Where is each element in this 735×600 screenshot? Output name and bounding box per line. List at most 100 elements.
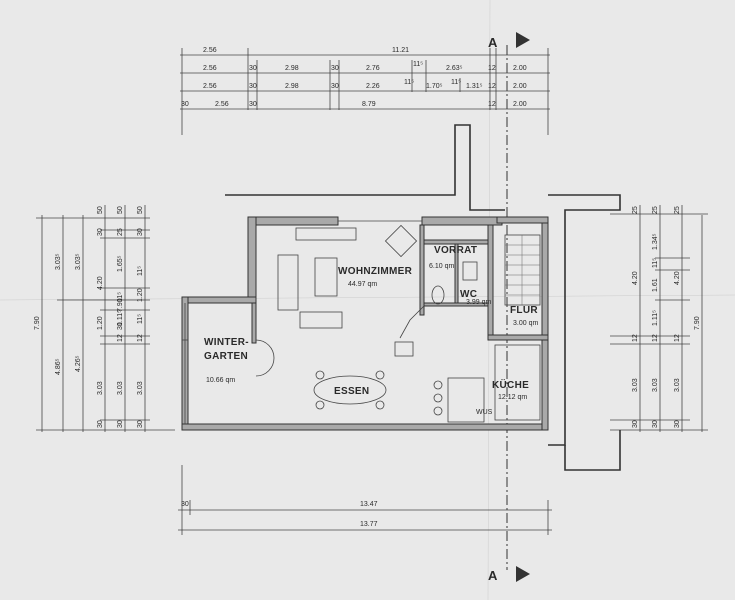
building-walls [181,124,621,471]
dim-top-r1-1: 11.21 [392,47,409,54]
dim-right-c2-3: 1.61 [652,278,659,292]
dim-top-r2-8: 2.00 [513,65,527,72]
dim-left-c5-4: 11⁵ [137,314,144,324]
dim-left-c4-3: 4.20 [97,276,104,290]
dim-left-c5-7: 30 [137,420,144,428]
room-label-wintergarten-2: GARTEN [204,351,248,362]
dim-right-outer: 7.90 [694,316,701,330]
room-label-wintergarten-1: WINTER- [204,337,249,348]
dim-right-c2-0: 25 [652,206,659,214]
dim-top-r4-4: 12 [488,101,496,108]
dim-top-r3-2: 2.98 [285,83,299,90]
dim-left-c2-0: 3.03⁵ [55,253,62,270]
dim-left-c5-0: 50 [137,206,144,214]
dim-left-c4b-5: 11⁵ [117,292,124,302]
dim-right-c2-1: 1.34⁵ [652,233,659,250]
dim-top-r4-0: 30 [181,101,189,108]
dim-top-r2-4: 2.76 [366,65,380,72]
dim-right-c1-1: 4.20 [632,271,639,285]
dim-top-r3-8: 1.31⁵ [466,83,483,90]
dim-left-c4-4: 1.20 [97,316,104,330]
dim-bottom-r1-1: 13.47 [360,501,378,508]
dim-top-r2-5: 11⁵ [413,61,423,68]
dim-right-c1-2: 12 [632,334,639,342]
dim-left-c4b-12: 30 [117,420,124,428]
dim-right-c1-3: 3.03 [632,378,639,392]
dim-left-c4-1: 30 [97,228,104,236]
dim-left-c5-3: 1.20 [137,288,144,302]
dim-right-c3-2: 12 [674,334,681,342]
dim-right-c1-0: 25 [632,206,639,214]
room-label-wohnzimmer: WOHNZIMMER [338,266,413,277]
stairs [504,234,541,306]
dim-left-c4-6: 30 [97,420,104,428]
dim-right-c2-7: 30 [652,420,659,428]
bottom-dimension-chains: 30 13.47 13.77 [178,465,552,535]
dim-left-outer: 7.90 [34,316,41,330]
dim-left-c4b-10: 12 [117,334,124,342]
room-label-wc: WC [460,289,477,300]
dim-top-r3-3: 30 [331,83,339,90]
dim-right-c3-4: 30 [674,420,681,428]
dim-top-r1-0: 2.56 [203,47,217,54]
dim-top-r2-6: 2.63⁵ [446,65,463,72]
room-labels: WOHNZIMMER 44.97 qm VORRAT 6.10 qm WC 3.… [204,245,538,416]
room-label-kueche: KÜCHE [492,378,529,391]
dim-left-c4-0: 50 [97,206,104,214]
wintergarten-door [255,339,275,377]
dim-top-r2-1: 30 [249,65,257,72]
dim-right-c2-2: 11⁵ [652,258,659,268]
label-wus: WUS [476,409,493,416]
dim-left-c5-5: 12 [137,334,144,342]
dim-top-r3-7: 11⁵ [451,79,461,86]
dim-top-r3-0: 2.56 [203,83,217,90]
dim-right-c3-1: 4.20 [674,271,681,285]
dim-left-c4-5: 3.03 [97,381,104,395]
dim-top-r4-2: 30 [249,101,257,108]
dim-left-c5-6: 3.03 [137,381,144,395]
dim-top-r2-2: 2.98 [285,65,299,72]
dim-right-c2-5: 12 [652,334,659,342]
dim-right-c3-0: 25 [674,206,681,214]
room-label-vorrat: VORRAT [434,245,477,256]
dim-top-r4-3: 8.79 [362,101,376,108]
room-label-essen: ESSEN [334,386,369,397]
dim-top-r3-9: 12 [488,83,496,90]
dim-top-r2-0: 2.56 [203,65,217,72]
dim-bottom-r2-0: 13.77 [360,521,378,528]
dim-right-c1-4: 30 [632,420,639,428]
dim-top-r2-3: 30 [331,65,339,72]
room-label-flur: FLUR [510,305,538,316]
dim-left-c4b-8: 7.90 [117,298,124,312]
section-axis: A A [488,32,530,583]
dim-left-c2-1: 4.86⁵ [55,358,62,375]
dim-left-c4b-11: 3.03 [117,381,124,395]
room-area-kueche: 12.12 qm [498,394,527,401]
dim-left-c4b-2: 25 [117,228,124,236]
dim-left-c3-1: 4.26⁵ [75,355,82,372]
dim-left-c4b-3: 1.65⁵ [117,255,124,272]
dim-left-c4b-7: 30 [117,322,124,330]
dim-left-c3-0: 3.03⁵ [75,253,82,270]
dim-left-c4b-9: 1.11⁵ [117,310,124,326]
dim-right-c2-4: 1.11⁵ [652,310,659,326]
section-label-bottom: A [488,568,498,583]
dim-bottom-r1-0: 30 [181,501,189,508]
room-area-wintergarten: 10.66 qm [206,377,235,384]
furniture [277,224,541,423]
dim-top-r3-10: 2.00 [513,83,527,90]
dim-top-r2-7: 12 [488,65,496,72]
dim-right-c2-6: 3.03 [652,378,659,392]
dim-left-c4b-0: 50 [117,206,124,214]
left-dimension-chains: 7.90 3.03⁵ 4.86⁵ 3.03⁵ 4.26⁵ 50 30 4.20 … [34,205,175,432]
room-area-flur: 3.00 qm [513,320,538,327]
section-arrow-bottom-icon [516,566,530,582]
section-label-top: A [488,35,498,50]
dim-top-r4-5: 2.00 [513,101,527,108]
top-dimension-chains: 2.56 11.21 2.56 30 2.98 30 2.76 11⁵ 2.63… [180,47,550,135]
dim-left-c5-2: 11⁵ [137,266,144,276]
dim-top-r3-4: 2.26 [366,83,380,90]
dim-top-r4-1: 2.56 [215,101,229,108]
dim-top-r3-1: 30 [249,83,257,90]
